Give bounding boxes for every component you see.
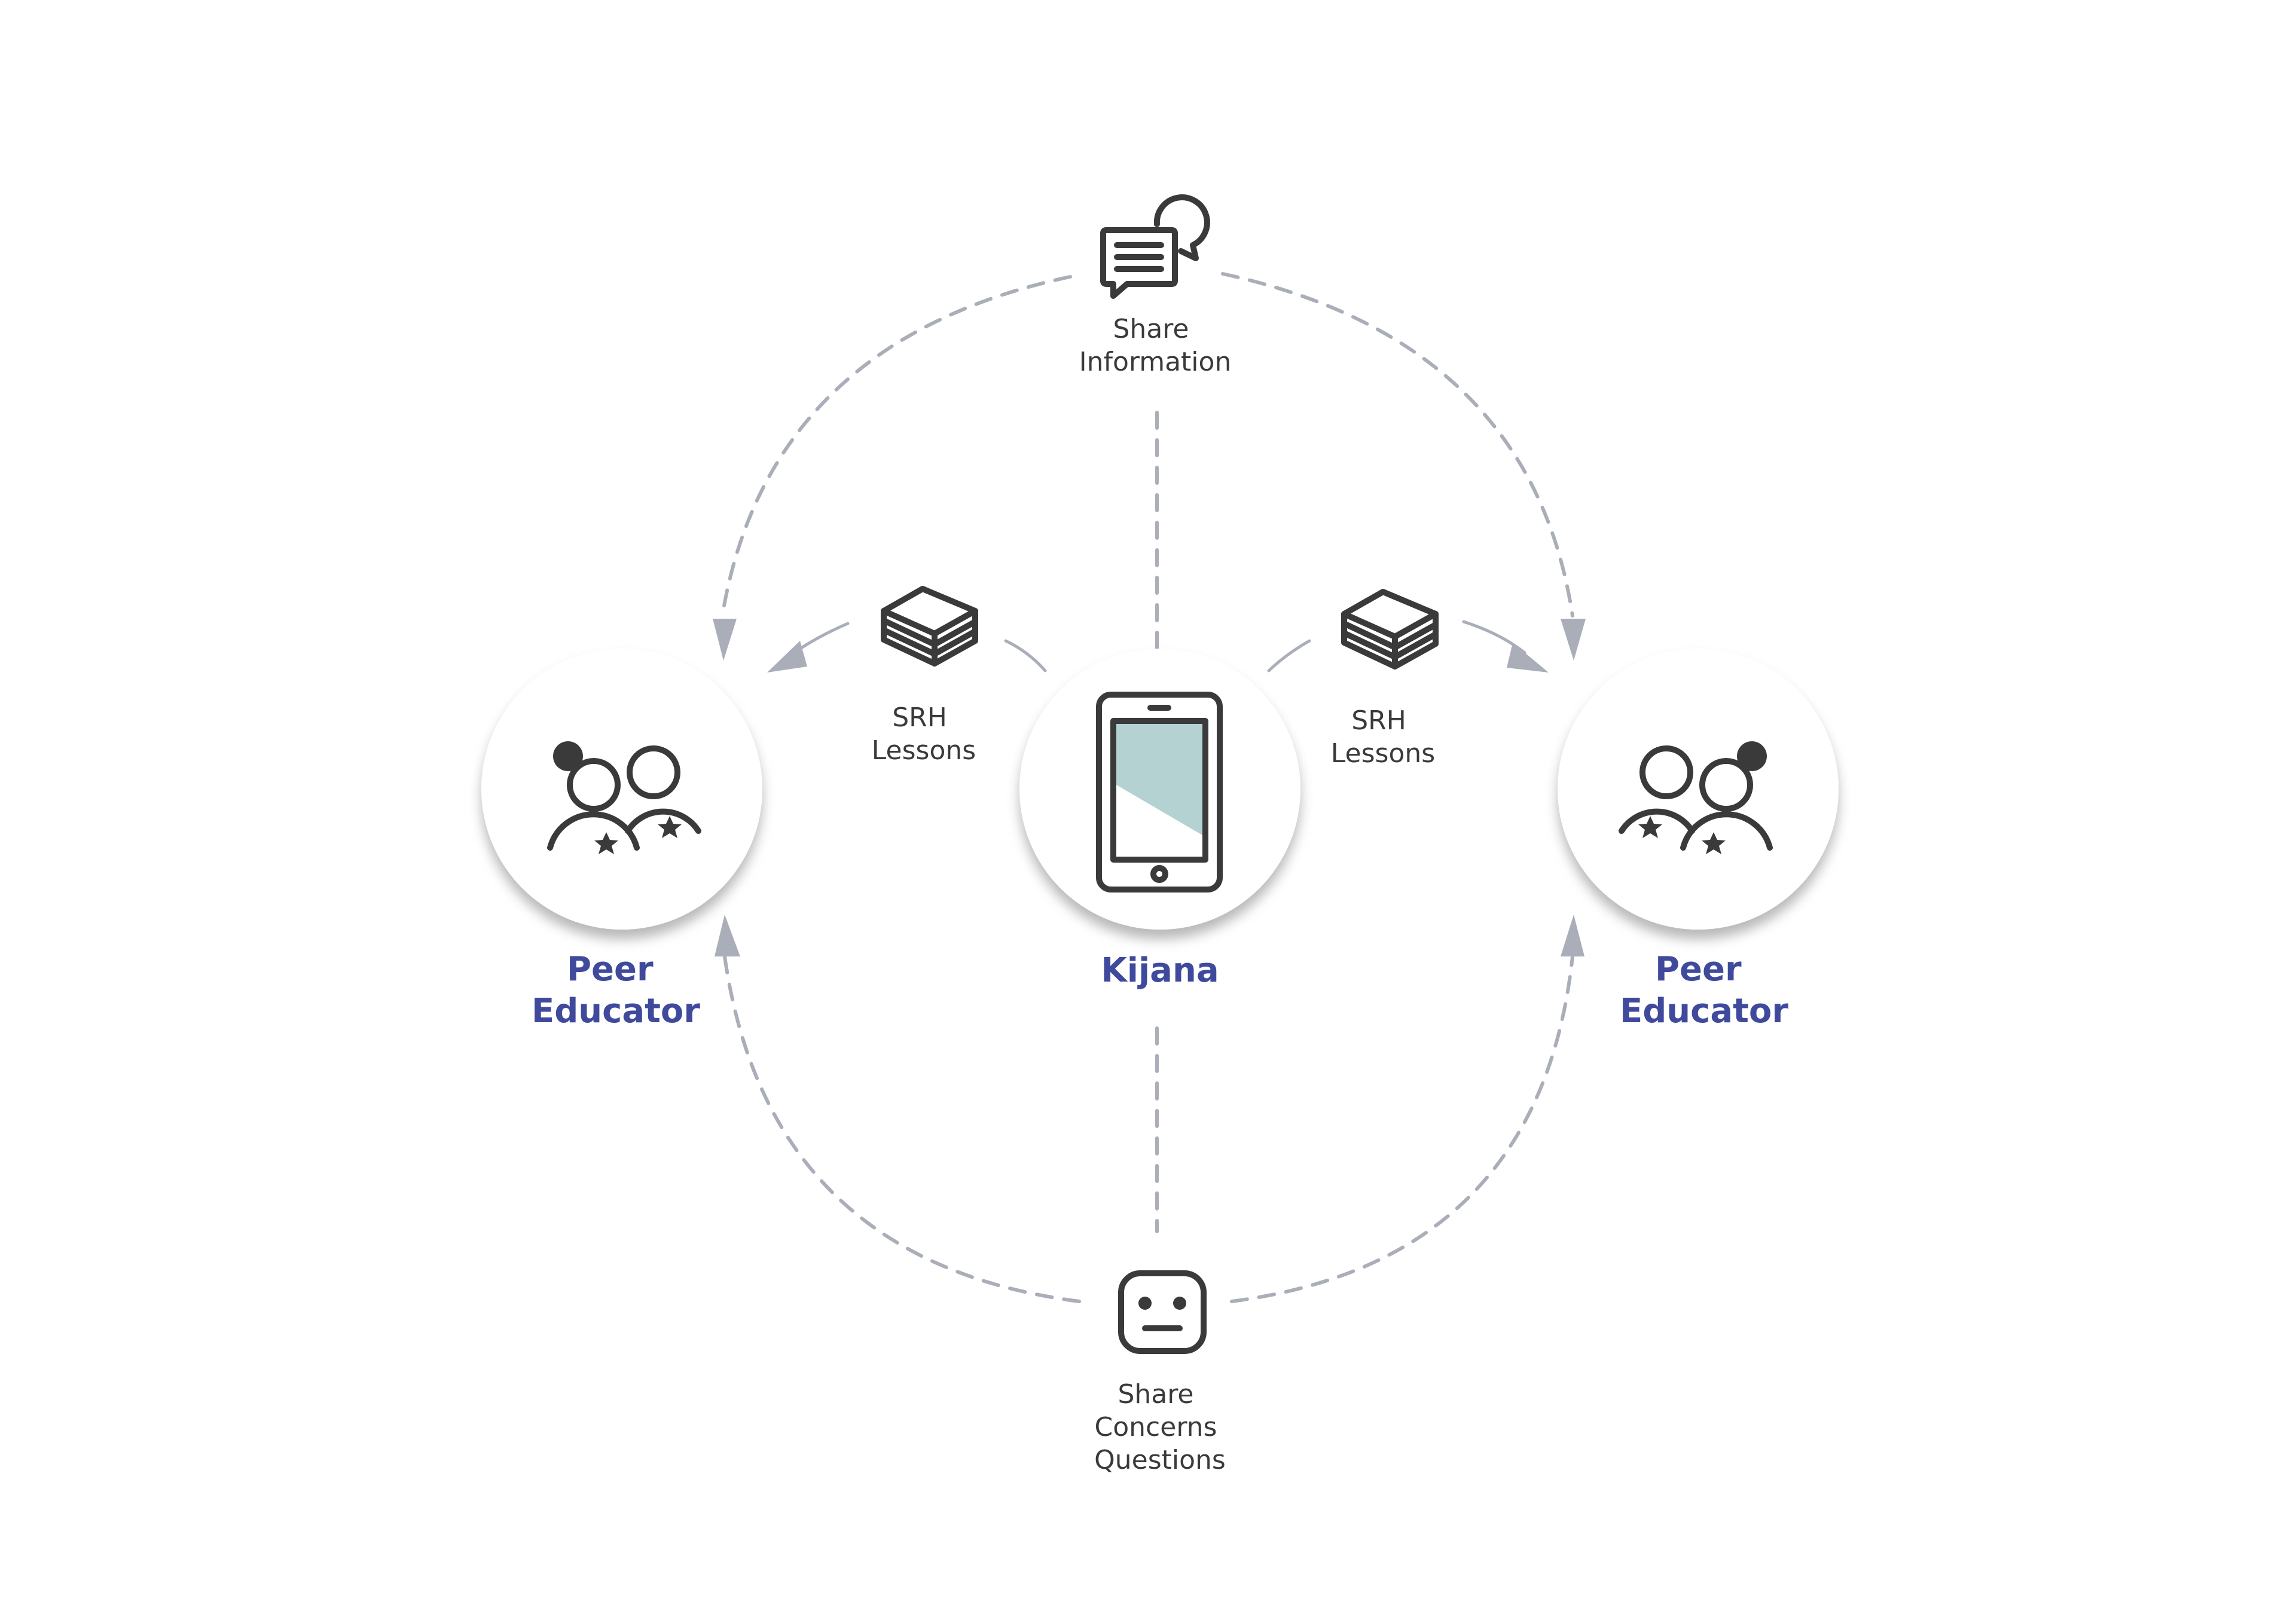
- arrowhead-srh-right: [1507, 643, 1549, 673]
- person-front-head: [567, 758, 621, 812]
- srh-right-label: SRH Lessons: [1331, 705, 1435, 769]
- srh-right-arc-out: [1267, 639, 1311, 673]
- share-info-arc-left: [720, 275, 1072, 618]
- people-icon: [547, 741, 701, 854]
- srh-left-arc-out: [1004, 639, 1047, 673]
- book-stack-icon: [881, 586, 978, 667]
- arrowhead-top-left: [713, 619, 737, 661]
- arrowhead-top-right: [1561, 619, 1586, 661]
- center-node-label: Kijana: [1101, 951, 1219, 990]
- share-concerns-arc-left: [723, 955, 1081, 1303]
- share-info-arc-right: [1221, 272, 1574, 618]
- chat-bubbles-icon: [1100, 194, 1210, 299]
- arrowhead-srh-left: [767, 641, 807, 673]
- left-node-circle: [481, 649, 762, 930]
- right-node-circle: [1558, 649, 1839, 930]
- share-concerns-arc-right: [1230, 955, 1574, 1303]
- arrowhead-bottom-right: [1561, 915, 1584, 956]
- left-node-label: Peer Educator: [532, 950, 700, 1031]
- smartphone-icon: [1096, 692, 1223, 893]
- right-node-label: Peer Educator: [1620, 950, 1788, 1031]
- people-icon: [1619, 741, 1773, 854]
- book-stack-icon: [1341, 589, 1439, 670]
- share-info-label: Share Information: [1079, 314, 1232, 377]
- srh-left-label: SRH Lessons: [872, 702, 976, 766]
- person-back-head: [627, 745, 680, 799]
- connectors: [713, 272, 1586, 1303]
- neutral-face-icon: [1118, 1270, 1207, 1354]
- share-concerns-label: Share Concerns Questions: [1094, 1379, 1226, 1475]
- arrowhead-bottom-left: [715, 915, 740, 956]
